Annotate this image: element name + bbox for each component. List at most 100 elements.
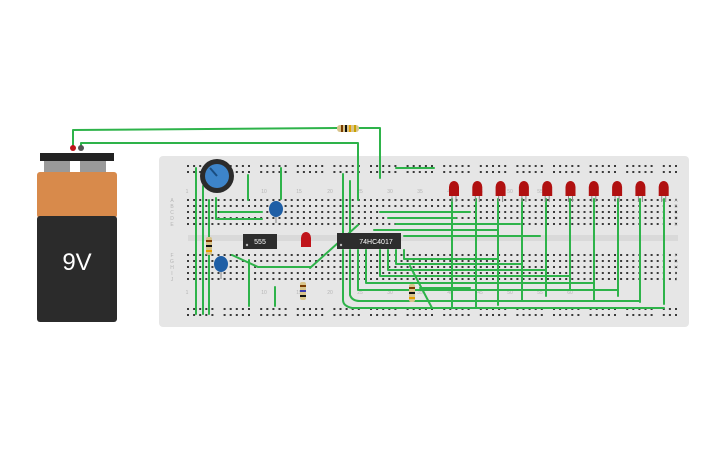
- breadboard-hole: [376, 272, 379, 274]
- resistor-small-2[interactable]: [300, 282, 306, 300]
- ic-74hc4017[interactable]: 74HC4017: [337, 233, 401, 249]
- breadboard-hole: [235, 223, 238, 225]
- column-number: 50: [507, 290, 513, 296]
- led[interactable]: [518, 181, 529, 202]
- resistor-top[interactable]: [337, 125, 359, 132]
- breadboard-hole: [522, 165, 525, 167]
- wire[interactable]: [215, 197, 263, 220]
- wire[interactable]: [387, 249, 547, 271]
- breadboard-hole: [272, 278, 275, 280]
- breadboard-hole: [565, 278, 568, 280]
- resistor-small-3[interactable]: [409, 284, 415, 302]
- led[interactable]: [658, 181, 669, 202]
- breadboard-hole: [296, 278, 299, 280]
- breadboard-hole: [345, 266, 348, 268]
- led[interactable]: [472, 181, 483, 202]
- breadboard-hole: [595, 205, 598, 207]
- potentiometer[interactable]: [200, 159, 234, 193]
- breadboard-hole: [412, 205, 415, 207]
- capacitor-2[interactable]: [214, 256, 228, 279]
- breadboard-hole: [485, 165, 488, 167]
- ic-555[interactable]: 555: [243, 234, 277, 249]
- breadboard-hole: [248, 308, 250, 310]
- breadboard-hole: [583, 217, 586, 219]
- wire[interactable]: [395, 249, 523, 265]
- breadboard-hole: [607, 314, 610, 316]
- led-row[interactable]: [449, 181, 669, 202]
- wire[interactable]: [358, 127, 381, 179]
- breadboard-hole: [205, 199, 208, 201]
- breadboard-hole: [498, 272, 501, 274]
- breadboard-hole: [644, 223, 647, 225]
- battery-wire-clip-black: [78, 145, 84, 151]
- led[interactable]: [612, 181, 623, 202]
- breadboard-hole: [498, 266, 501, 268]
- breadboard-hole: [199, 278, 202, 280]
- breadboard-hole: [345, 223, 348, 225]
- wire[interactable]: [365, 249, 595, 284]
- breadboard-hole: [620, 266, 623, 268]
- breadboard-hole: [248, 165, 250, 167]
- breadboard-hole: [571, 266, 574, 268]
- wire[interactable]: [379, 249, 571, 277]
- breadboard-hole: [339, 199, 342, 201]
- battery-9v[interactable]: 9V: [37, 145, 117, 322]
- breadboard-hole: [437, 199, 440, 201]
- breadboard-hole: [412, 278, 415, 280]
- led[interactable]: [449, 181, 459, 202]
- capacitor-1[interactable]: [269, 201, 283, 223]
- breadboard-hole: [235, 278, 238, 280]
- led-indicator[interactable]: [301, 232, 311, 247]
- breadboard-hole: [205, 266, 208, 268]
- breadboard-hole: [193, 272, 196, 274]
- breadboard-hole: [510, 272, 513, 274]
- breadboard-hole: [571, 314, 574, 316]
- breadboard-hole: [388, 171, 391, 173]
- breadboard-hole: [290, 254, 293, 256]
- breadboard-hole: [595, 217, 598, 219]
- breadboard-hole: [461, 205, 464, 207]
- breadboard-hole: [205, 217, 208, 219]
- led[interactable]: [635, 181, 646, 202]
- breadboard-hole: [241, 171, 244, 173]
- breadboard-hole: [278, 254, 281, 256]
- wire[interactable]: [349, 249, 641, 302]
- breadboard-hole: [351, 223, 354, 225]
- breadboard-hole: [363, 266, 366, 268]
- battery-terminal-positive: [80, 161, 106, 172]
- column-number: 55: [537, 189, 543, 195]
- wire[interactable]: [357, 249, 619, 291]
- breadboard-hole: [668, 272, 671, 274]
- breadboard-hole: [187, 223, 189, 225]
- wire[interactable]: [72, 127, 338, 149]
- breadboard-hole: [284, 217, 287, 219]
- breadboard-hole: [675, 211, 677, 213]
- breadboard[interactable]: 1110101515202025253030353540404545505055…: [159, 156, 689, 327]
- wire[interactable]: [342, 249, 665, 309]
- wire[interactable]: [231, 254, 259, 268]
- resistor-band: [349, 125, 351, 132]
- breadboard-hole: [376, 171, 379, 173]
- breadboard-hole: [272, 308, 275, 310]
- breadboard-hole: [272, 223, 275, 225]
- breadboard-hole: [583, 266, 586, 268]
- led[interactable]: [565, 181, 576, 202]
- resistor-band: [206, 250, 212, 252]
- breadboard-hole: [540, 314, 543, 316]
- breadboard-hole: [443, 254, 446, 256]
- wire[interactable]: [403, 249, 499, 260]
- breadboard-hole: [601, 254, 604, 256]
- resistor-small-1[interactable]: [206, 237, 212, 255]
- breadboard-hole: [553, 205, 555, 207]
- breadboard-hole: [601, 260, 604, 262]
- breadboard-hole: [418, 254, 421, 256]
- breadboard-hole: [473, 205, 476, 207]
- led[interactable]: [588, 181, 599, 202]
- breadboard-hole: [510, 266, 513, 268]
- led[interactable]: [542, 181, 553, 202]
- led[interactable]: [495, 181, 506, 202]
- breadboard-hole: [199, 314, 202, 316]
- breadboard-hole: [632, 165, 635, 167]
- breadboard-hole: [388, 223, 391, 225]
